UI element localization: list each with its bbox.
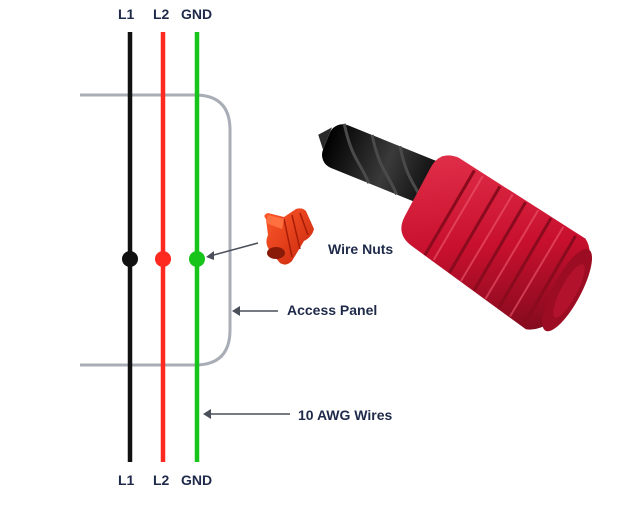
wire-nut-photo-icon <box>318 123 593 332</box>
bottom-label-gnd: GND <box>181 472 213 488</box>
top-label-gnd: GND <box>181 6 213 22</box>
wire-nut-icon <box>264 208 314 265</box>
access-panel-outline <box>80 93 232 367</box>
top-label-l1: L1 <box>118 6 135 22</box>
wire-nuts-label: Wire Nuts <box>328 241 394 257</box>
arrow-access-panel <box>232 306 278 316</box>
arrow-awg-wires <box>203 409 290 419</box>
bottom-label-l1: L1 <box>118 472 135 488</box>
junction-gnd <box>189 251 205 267</box>
access-panel-label: Access Panel <box>287 302 378 318</box>
awg-wires-label: 10 AWG Wires <box>298 407 393 423</box>
top-label-l2: L2 <box>153 6 170 22</box>
arrow-wire-nuts <box>206 242 259 260</box>
junction-l1 <box>122 251 138 267</box>
bottom-label-l2: L2 <box>153 472 170 488</box>
junction-l2 <box>155 251 171 267</box>
